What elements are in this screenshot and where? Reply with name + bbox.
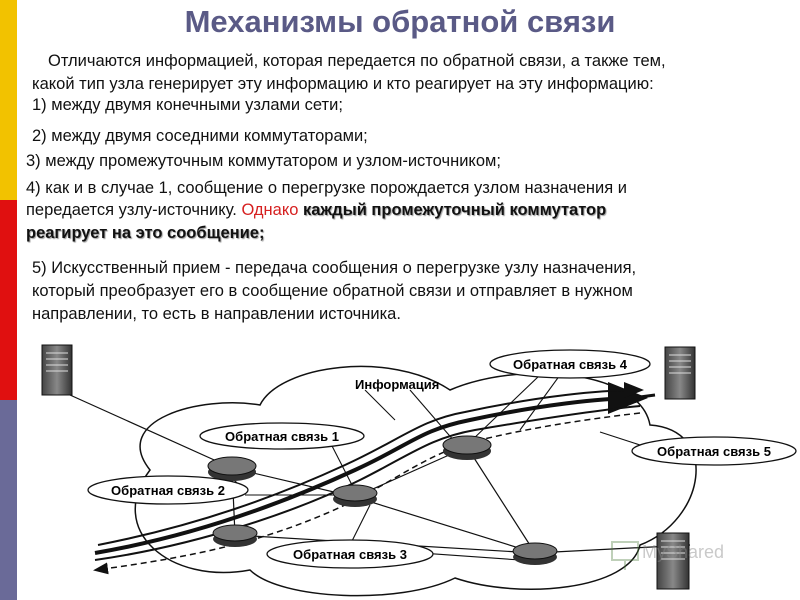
- information-label: Информация: [355, 377, 439, 392]
- network-cloud: [134, 365, 697, 597]
- switch-icon: [207, 456, 257, 481]
- item-4-highlight: Однако: [241, 201, 299, 219]
- item-5-line-1: 5) Искусственный прием - передача сообще…: [32, 259, 637, 277]
- intro-line-1: Отличаются информацией, которая передает…: [48, 52, 666, 70]
- stripe-yellow: [0, 0, 17, 200]
- item-4-bold: каждый промежуточный коммутатор: [303, 201, 607, 219]
- item-4-line-3: реагирует на это сообщение;: [26, 224, 265, 242]
- feedback-4-bubble: [489, 349, 651, 379]
- item-3: 3) между промежуточным коммутатором и уз…: [26, 152, 501, 170]
- item-4-line-2: передается узлу-источнику. Однако каждый…: [26, 200, 606, 220]
- server-icon: [41, 344, 73, 396]
- slide-title: Механизмы обратной связи: [184, 4, 616, 39]
- feedback-1-bubble: [199, 422, 365, 450]
- server-icon: [664, 346, 696, 400]
- feedback-2-bubble: [87, 475, 249, 505]
- item-2: 2) между двумя соседними коммутаторами;: [32, 127, 368, 145]
- item-5-line-2: который преобразует его в сообщение обра…: [32, 282, 633, 300]
- item-1: 1) между двумя конечными узлами сети;: [32, 96, 343, 114]
- switch-icon: [512, 542, 558, 565]
- feedback-5-label: Обратная связь 5: [657, 444, 771, 459]
- presentation-icon: [611, 541, 639, 570]
- stripe-slate: [0, 400, 17, 600]
- switch-icon: [332, 484, 378, 507]
- item-4-line-1: 4) как и в случае 1, сообщение о перегру…: [26, 179, 627, 197]
- feedback-5-bubble: [631, 436, 797, 466]
- switch-icon: [212, 524, 258, 547]
- switch-icon: [442, 435, 492, 460]
- server-icon: [656, 532, 690, 590]
- item-4-text: передается узлу-источнику.: [26, 201, 237, 219]
- feedback-3-bubble: [266, 539, 434, 569]
- intro-line-2: какой тип узла генерирует эту информацию…: [32, 75, 654, 93]
- watermark-logo: MyShared: [642, 542, 724, 562]
- item-5-line-3: направлении, то есть в направлении источ…: [32, 305, 401, 323]
- stripe-red: [0, 200, 17, 400]
- feedback-4-label: Обратная связь 4: [513, 357, 628, 372]
- feedback-3-label: Обратная связь 3: [293, 547, 407, 562]
- feedback-2-label: Обратная связь 2: [111, 483, 225, 498]
- feedback-1-label: Обратная связь 1: [225, 429, 339, 444]
